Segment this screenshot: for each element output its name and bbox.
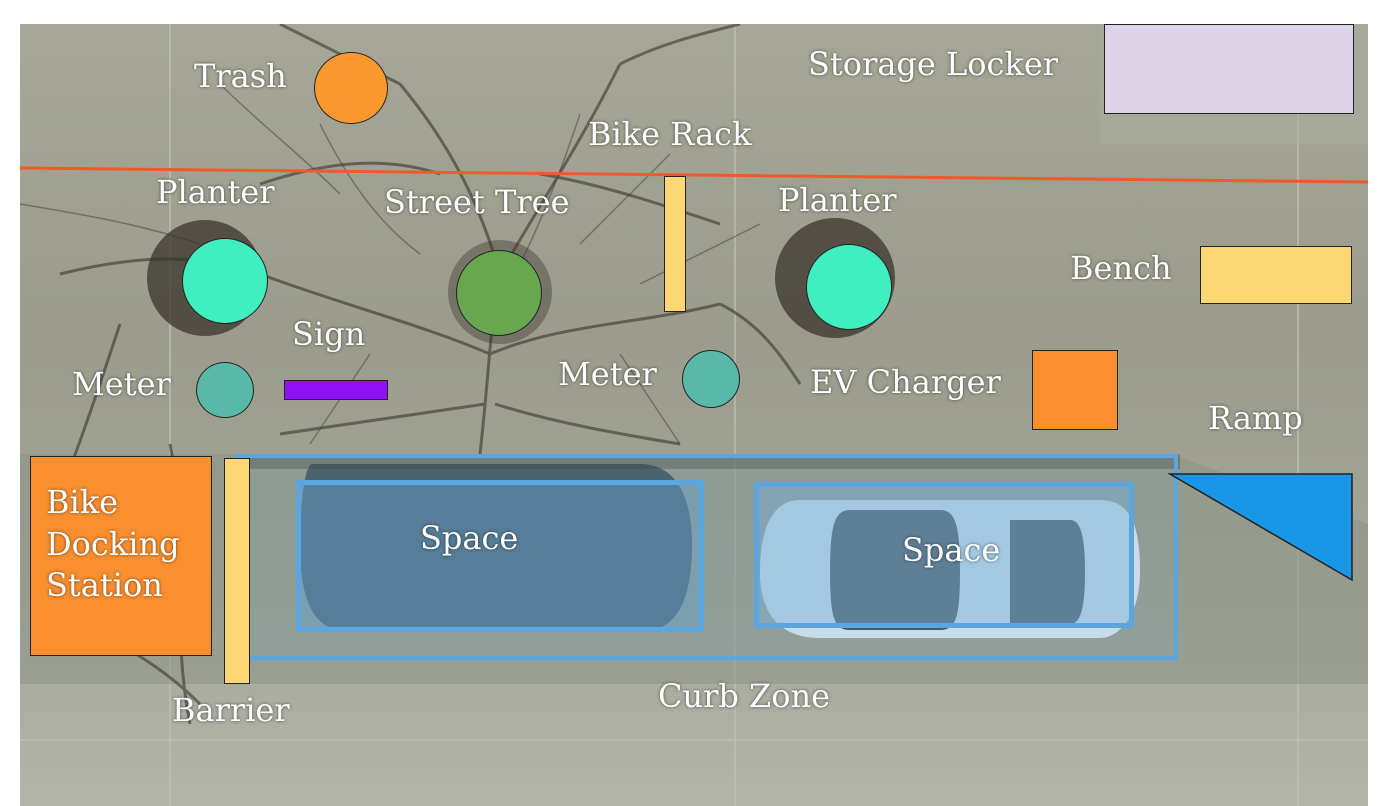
planter-left[interactable] <box>182 238 268 324</box>
ev-charger[interactable] <box>1032 350 1118 430</box>
street-tree-label: Street Tree <box>384 183 570 221</box>
ev-charger-label: EV Charger <box>810 363 1001 401</box>
meter-left-label: Meter <box>72 365 171 403</box>
bench[interactable] <box>1200 246 1352 304</box>
sign[interactable] <box>284 380 388 400</box>
meter-left[interactable] <box>196 362 254 418</box>
ramp-label: Ramp <box>1208 399 1303 437</box>
trash-can[interactable] <box>314 52 388 124</box>
curb-zone-outline[interactable] <box>234 454 1178 660</box>
storage-locker-label: Storage Locker <box>808 45 1059 83</box>
street-tree[interactable] <box>456 250 542 336</box>
sign-label: Sign <box>292 315 366 353</box>
ramp[interactable] <box>1168 470 1358 590</box>
barrier[interactable] <box>224 458 250 684</box>
property-line <box>20 166 1368 184</box>
bike-docking-station-label: Bike Docking Station <box>46 483 180 605</box>
parking-space-left[interactable] <box>296 480 704 632</box>
storage-locker[interactable] <box>1104 24 1354 114</box>
space-right-label: Space <box>902 531 1001 569</box>
bench-label: Bench <box>1070 249 1172 287</box>
barrier-label: Barrier <box>172 691 290 729</box>
meter-right[interactable] <box>682 350 740 408</box>
planter-left-label: Planter <box>156 173 275 211</box>
bike-rack-label: Bike Rack <box>588 115 752 153</box>
space-left-label: Space <box>420 519 519 557</box>
planter-right-label: Planter <box>778 181 897 219</box>
parking-space-right[interactable] <box>754 482 1134 628</box>
trash-label: Trash <box>194 57 287 95</box>
curb-zone-label: Curb Zone <box>658 677 831 715</box>
meter-right-label: Meter <box>558 355 657 393</box>
bike-rack[interactable] <box>664 176 686 312</box>
site-map: Trash Storage Locker Bike Rack Planter S… <box>20 24 1368 806</box>
planter-right[interactable] <box>806 244 892 330</box>
bike-docking-station[interactable] <box>30 456 212 656</box>
